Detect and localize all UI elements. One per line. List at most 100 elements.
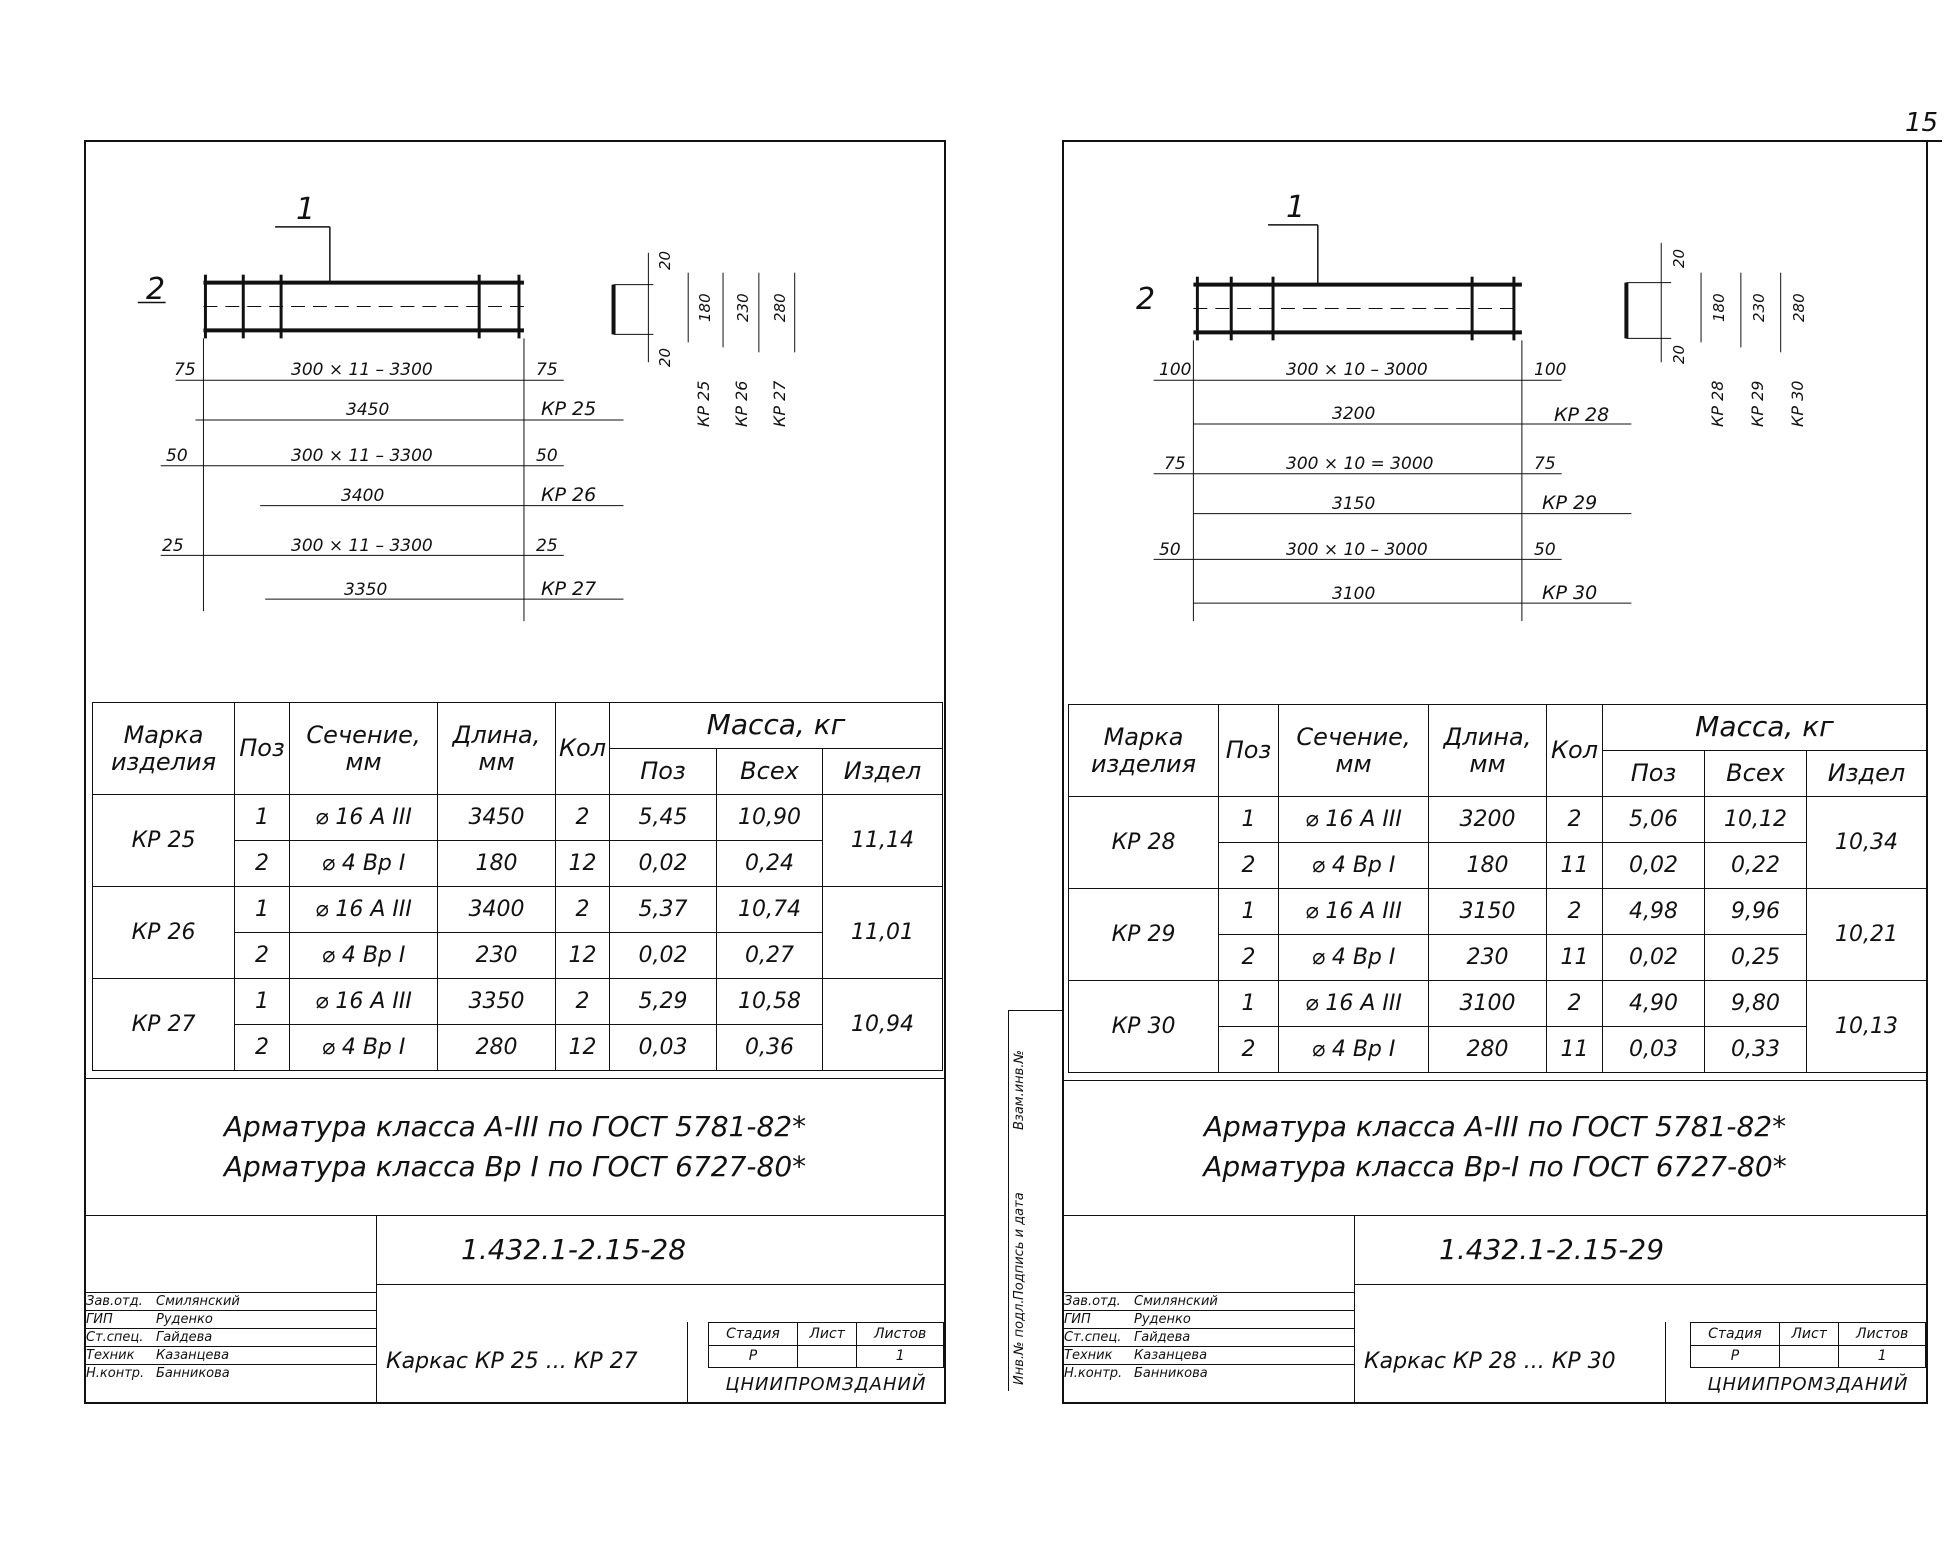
cell-mass-pos: 0,02	[609, 932, 717, 979]
table-row: КР 29 1 ⌀ 16 A III 3150 2 4,98 9,96 10,2…	[1068, 888, 1927, 981]
sheet-label: Лист	[796, 1322, 858, 1346]
section-mark: КР 29	[1748, 380, 1767, 427]
col-section: Сечение, мм	[1278, 704, 1429, 797]
cell-pos: 1	[1218, 796, 1279, 843]
cell-qty: 2	[1546, 796, 1603, 843]
side-label-1: Взам.инв.№	[1012, 1050, 1027, 1130]
dim-mark: КР 27	[541, 578, 597, 600]
cell-length: 3100	[1428, 980, 1547, 1027]
rebar-notes: Арматура класса A-III по ГОСТ 5781-82* А…	[1064, 1080, 1926, 1216]
col-mass-all: Всех	[716, 748, 823, 795]
cell-pos: 2	[1218, 1026, 1279, 1073]
note-line: Арматура класса A-III по ГОСТ 5781-82*	[1203, 1110, 1787, 1143]
cell-pos: 2	[234, 932, 290, 979]
dim-middle: 300 × 11 – 3300	[291, 360, 433, 380]
col-mass: Масса, кг	[609, 702, 943, 749]
dim-left: 50	[1159, 540, 1181, 560]
cell-length: 3200	[1428, 796, 1547, 843]
sheets-label: Листов	[856, 1322, 944, 1346]
table-row: КР 27 1 ⌀ 16 A III 3350 2 5,29 10,58 10,…	[92, 978, 943, 1071]
cell-section: ⌀ 16 A III	[1278, 796, 1429, 843]
sheet-value	[796, 1344, 858, 1368]
cell-qty: 11	[1546, 1026, 1603, 1073]
cell-mark: КР 28	[1068, 796, 1219, 889]
cell-qty: 12	[555, 840, 610, 887]
section-mark: КР 25	[694, 380, 713, 427]
rebar-notes: Арматура класса A-III по ГОСТ 5781-82* А…	[86, 1078, 944, 1216]
cell-section: ⌀ 4 Bp I	[289, 1024, 438, 1071]
section-bottom: 20	[656, 347, 674, 367]
cell-mass-all: 0,24	[716, 840, 823, 887]
side-label-3: Инв.№ подл.	[1012, 1299, 1027, 1385]
cell-length: 3400	[437, 886, 556, 933]
dim-left: 75	[1164, 454, 1186, 474]
cell-mass-pos: 0,03	[609, 1024, 717, 1071]
dim-mark: КР 26	[541, 484, 597, 506]
frame-drawing-1	[137, 226, 796, 622]
spec-table: Марка изделия Поз Сечение, мм Длина, мм …	[92, 702, 943, 1071]
cell-pos: 1	[234, 886, 290, 933]
note-line: Арматура класса Bp I по ГОСТ 6727-80*	[223, 1150, 807, 1183]
table-row: 2 ⌀ 4 Bp I 280 12 0,03 0,36	[93, 1024, 943, 1071]
pos-1-label: 1	[1286, 190, 1306, 225]
page-number: 15	[1905, 108, 1939, 138]
cell-mark: КР 26	[92, 886, 235, 979]
cell-pos: 2	[1218, 934, 1279, 981]
dim-middle: 300 × 10 = 3000	[1286, 454, 1434, 474]
dim-right: 75	[1534, 454, 1556, 474]
dim-total: 3350	[344, 580, 388, 600]
sign-row: Зав.отд.Смилянский	[1064, 1292, 1354, 1311]
sheets-label: Листов	[1838, 1322, 1926, 1346]
col-mass-pos: Поз	[609, 748, 717, 795]
cell-pos: 2	[234, 840, 290, 887]
dim-total: 3100	[1332, 584, 1376, 604]
stage-label: Стадия	[708, 1322, 798, 1346]
section-top: 20	[656, 250, 674, 270]
cell-mass-all: 0,33	[1704, 1026, 1807, 1073]
cell-pos: 1	[1218, 980, 1279, 1027]
cell-mass-all: 0,36	[716, 1024, 823, 1071]
dim-total: 3450	[346, 400, 390, 420]
col-qty: Кол	[1546, 704, 1603, 797]
section-height: 280	[771, 293, 789, 322]
sign-row: Н.контр.Банникова	[1064, 1364, 1354, 1383]
cell-mass-all: 10,12	[1704, 796, 1807, 843]
cell-qty: 11	[1546, 934, 1603, 981]
cell-mass-item: 11,01	[822, 886, 943, 979]
cell-length: 280	[437, 1024, 556, 1071]
cell-qty: 2	[1546, 980, 1603, 1027]
dim-mark: КР 28	[1554, 404, 1610, 426]
cell-qty: 2	[555, 794, 610, 841]
organization: ЦНИИПРОМЗДАНИЙ	[708, 1367, 944, 1402]
cell-mass-pos: 4,98	[1602, 888, 1705, 935]
cell-section: ⌀ 4 Bp I	[1278, 934, 1429, 981]
table-row: КР 26 1 ⌀ 16 A III 3400 2 5,37 10,74 11,…	[92, 886, 943, 979]
sheet-label: Лист	[1778, 1322, 1840, 1346]
note-line: Арматура класса A-III по ГОСТ 5781-82*	[223, 1110, 807, 1143]
dim-left: 25	[162, 536, 184, 556]
cell-pos: 1	[1218, 888, 1279, 935]
cell-mass-all: 10,90	[716, 794, 823, 841]
drawing-title: Каркас КР 28 ... КР 30	[1354, 1322, 1666, 1402]
section-height: 280	[1790, 293, 1808, 322]
cell-mass-item: 10,13	[1806, 980, 1927, 1073]
section-height: 180	[1710, 293, 1728, 322]
cell-mass-pos: 5,37	[609, 886, 717, 933]
cell-mark: КР 27	[92, 978, 235, 1071]
cell-mass-pos: 5,06	[1602, 796, 1705, 843]
cell-qty: 11	[1546, 842, 1603, 889]
cell-length: 180	[1428, 842, 1547, 889]
col-mass-pos: Поз	[1602, 750, 1705, 797]
dim-right: 75	[536, 360, 558, 380]
pos-1-label: 1	[296, 192, 316, 227]
dim-right: 50	[536, 446, 558, 466]
col-section: Сечение, мм	[289, 702, 438, 795]
sign-row: Ст.спец.Гайдева	[1064, 1328, 1354, 1347]
col-qty: Кол	[555, 702, 610, 795]
dim-left: 50	[166, 446, 188, 466]
sheets-value: 1	[856, 1344, 944, 1368]
sign-row: Ст.спец.Гайдева	[86, 1328, 376, 1347]
pos-2-label: 2	[146, 272, 166, 307]
